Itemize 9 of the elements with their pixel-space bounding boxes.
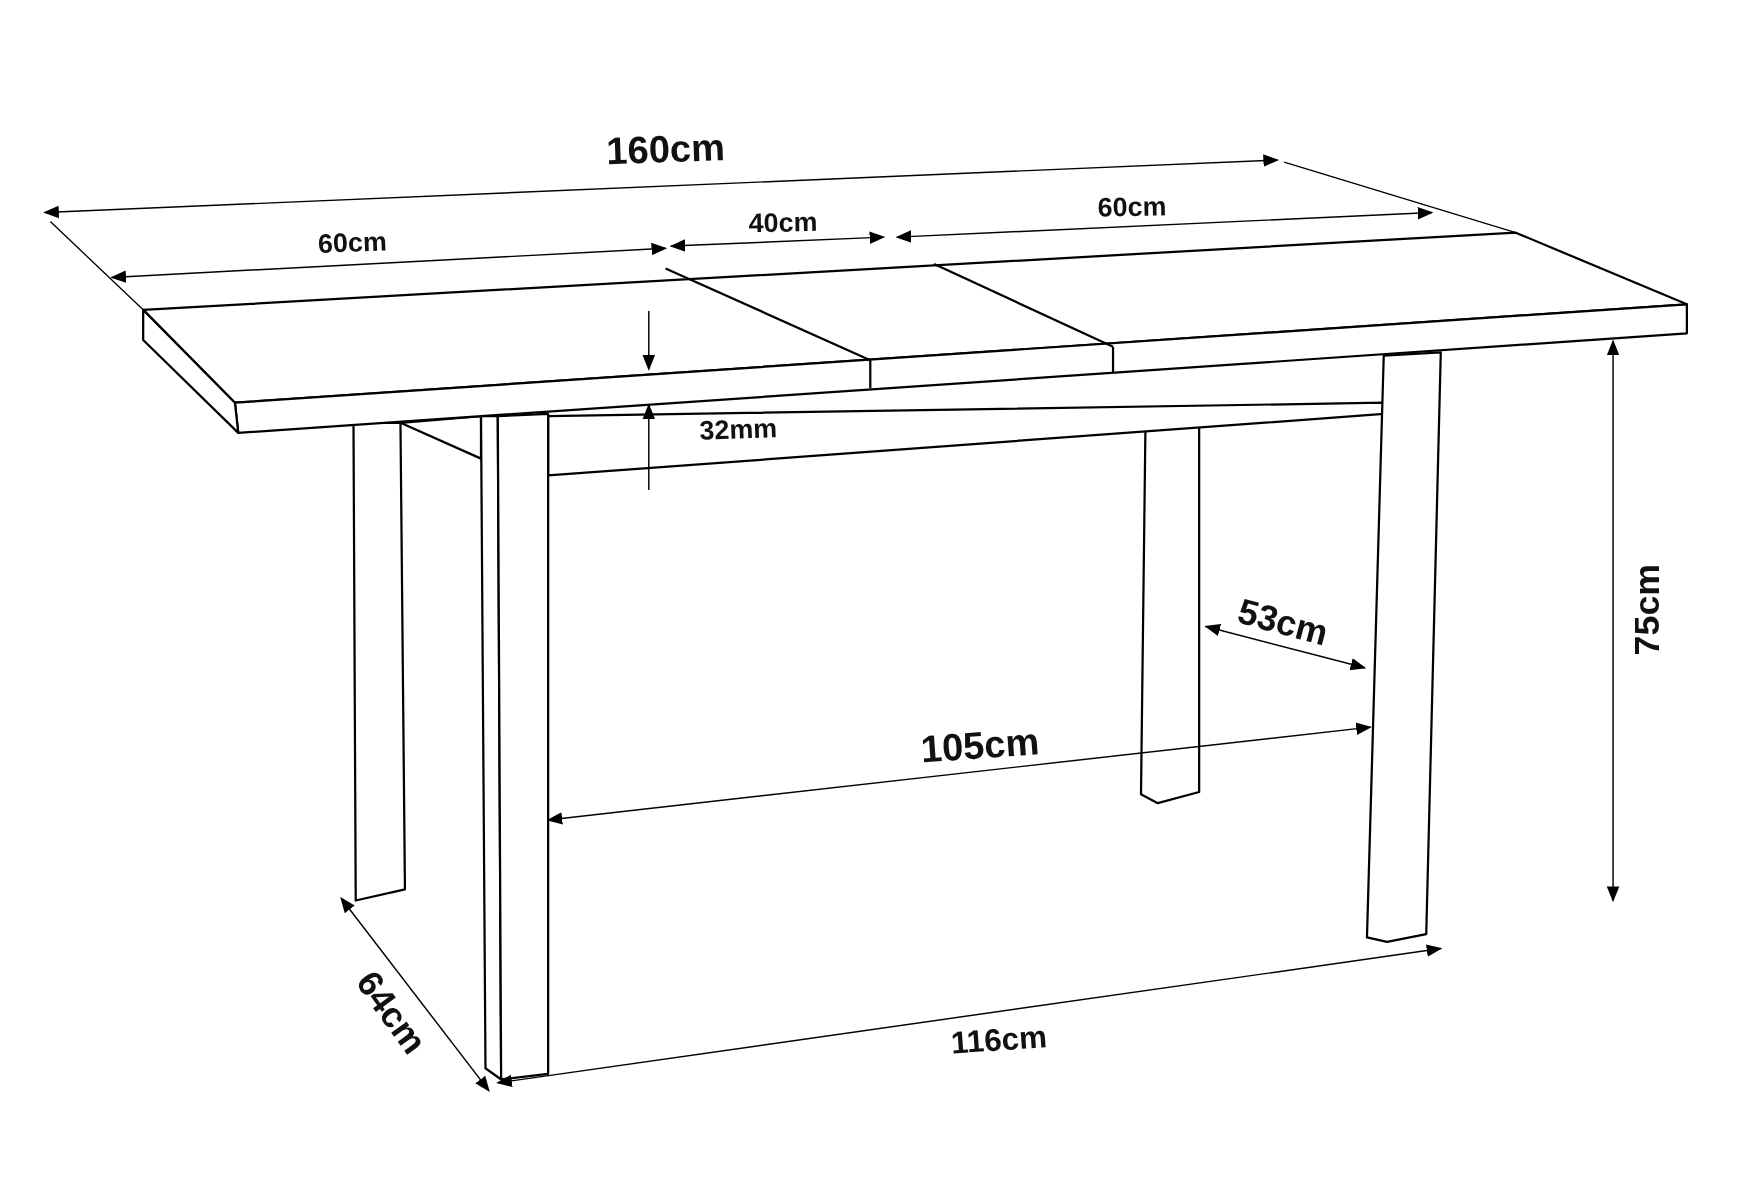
dimension-label: 105cm — [919, 721, 1041, 769]
dimension-label: 40cm — [748, 208, 818, 237]
dimension-label: 32mm — [699, 414, 778, 445]
dimension-label: 160cm — [605, 127, 726, 170]
dimension-label: 60cm — [317, 228, 388, 258]
dimension-label: 53cm — [1234, 592, 1332, 652]
dimension-label: 75cm — [1628, 563, 1665, 656]
dimension-label: 116cm — [950, 1021, 1048, 1060]
dimension-label: 60cm — [1097, 192, 1167, 221]
